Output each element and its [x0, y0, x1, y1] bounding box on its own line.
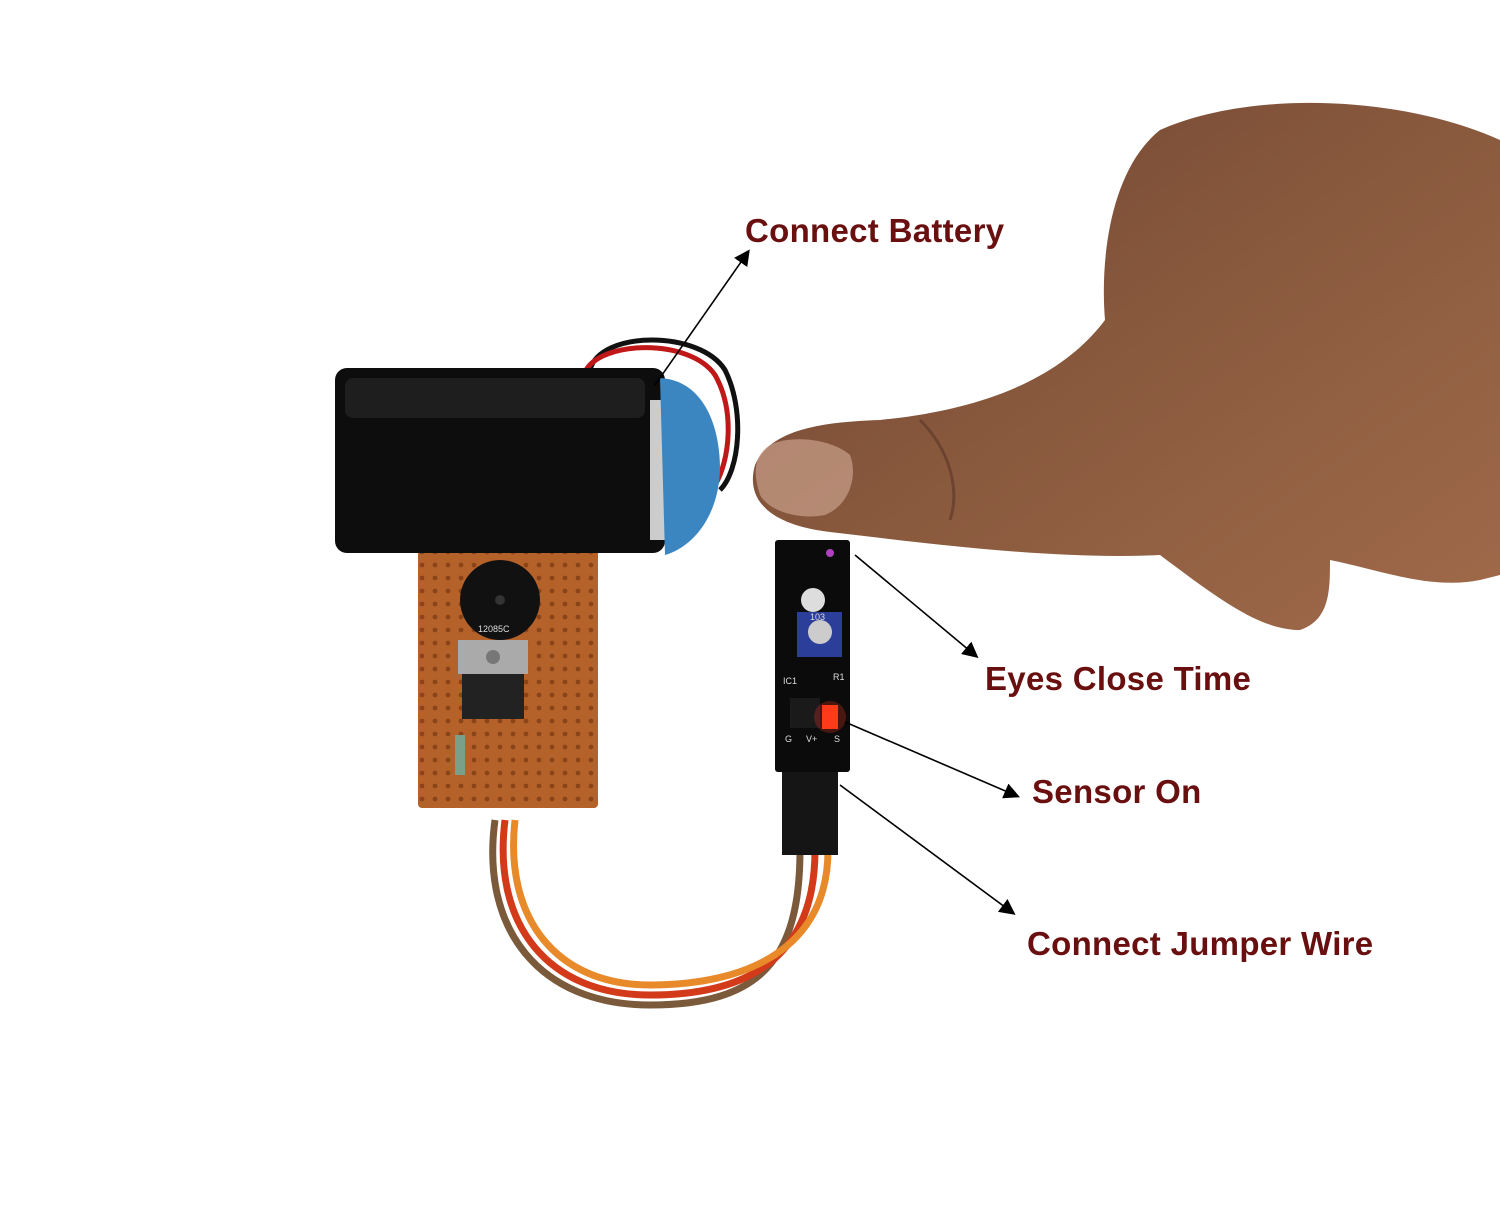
pin-v-label: V+: [806, 734, 817, 744]
callout-sensor-on: Sensor On: [1032, 773, 1202, 810]
pin-s-label: S: [834, 734, 840, 744]
r1-marking: R1: [833, 672, 845, 682]
jumper-wire: [489, 819, 832, 1009]
callout-eyes-close-time: Eyes Close Time: [985, 660, 1252, 697]
resistor: [455, 735, 465, 775]
battery: [335, 368, 720, 555]
arrow-eyes: [854, 554, 979, 659]
callout-connect-battery: Connect Battery: [745, 212, 1005, 249]
ir-led: [826, 549, 834, 557]
buzzer-marking: 12085C: [478, 624, 510, 634]
callout-connect-jumper-wire: Connect Jumper Wire: [1027, 925, 1374, 962]
svg-text:103: 103: [810, 612, 825, 622]
arrow-sensor: [844, 721, 1020, 799]
ic-marking: IC1: [783, 676, 797, 686]
regulator: [462, 674, 524, 719]
battery-clip: [660, 378, 720, 555]
arrow-jumper: [839, 784, 1016, 915]
pin-g-label: G: [785, 734, 792, 744]
power-led: [822, 705, 838, 729]
hand: [752, 102, 1500, 631]
ir-sensor-module: 103 IC1 R1 G V+ S: [775, 540, 850, 772]
thumbnail: [755, 439, 853, 517]
connector-housing: [782, 770, 838, 855]
pcb-board: 12085C: [418, 530, 598, 808]
arrow-battery: [654, 249, 750, 386]
